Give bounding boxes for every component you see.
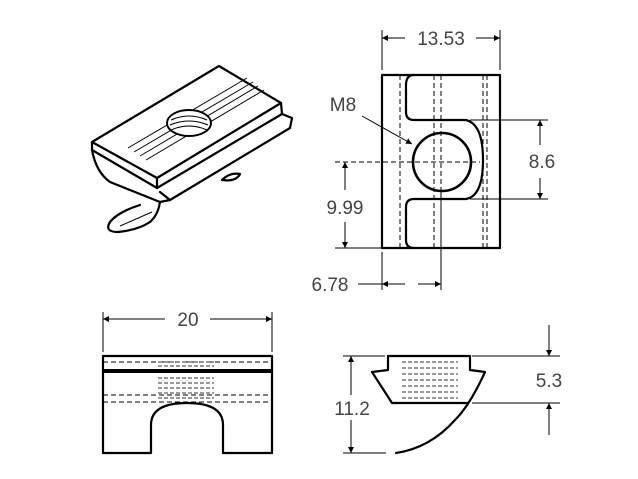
dim-center-offset: 6.78 [312, 275, 349, 296]
thread-label: M8 [330, 95, 356, 116]
dim-length: 20 [177, 310, 198, 331]
dim-center-height: 9.99 [327, 198, 364, 219]
front-view: 20 [101, 310, 274, 455]
dim-slot-height: 8.6 [529, 152, 555, 173]
side-view: 11.2 5.3 [334, 325, 562, 455]
dim-top-width: 13.53 [417, 29, 465, 50]
dim-body-height: 5.3 [536, 371, 562, 392]
isometric-view [90, 64, 294, 234]
top-view: 13.53 8.6 9.99 6.78 M8 [312, 29, 556, 296]
dim-total-height: 11.2 [334, 399, 370, 420]
